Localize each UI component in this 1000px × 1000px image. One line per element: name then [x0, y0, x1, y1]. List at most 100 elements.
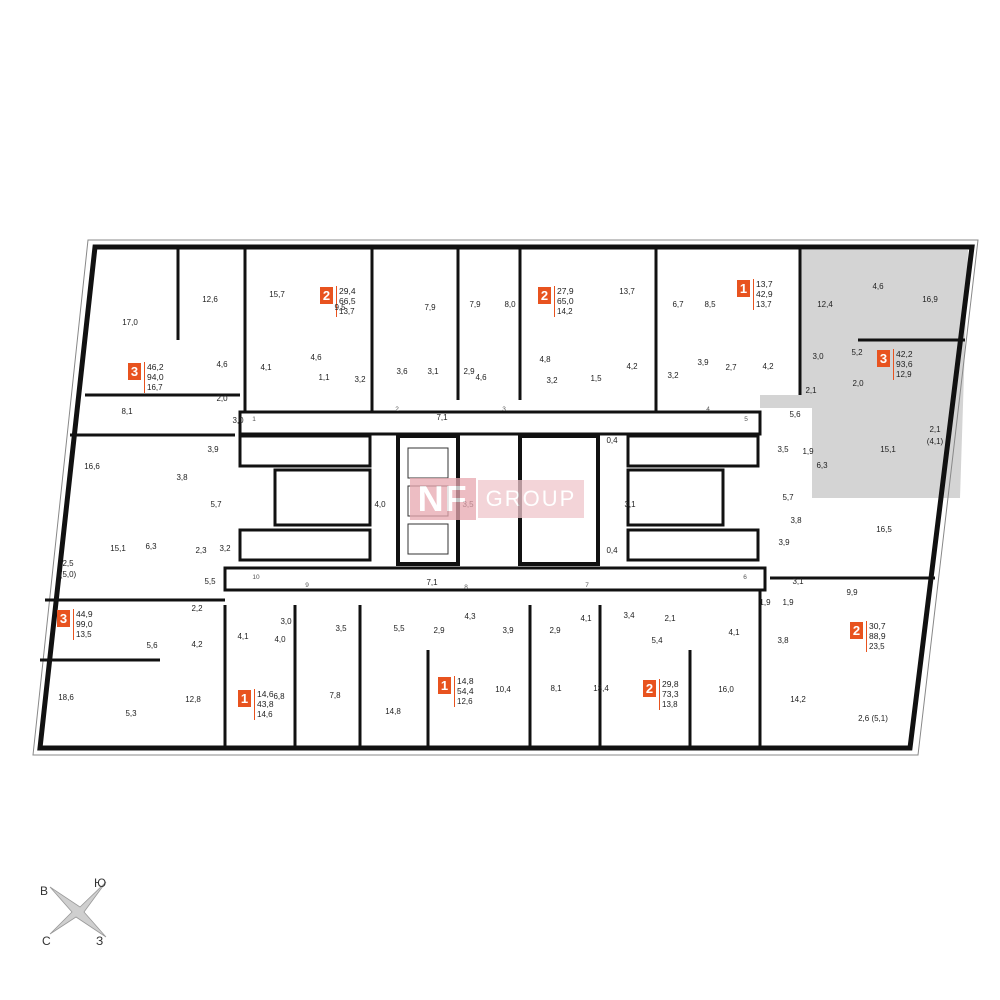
room-area-label: 14,8 — [385, 707, 401, 716]
room-area-label: 3,5 — [777, 445, 789, 454]
compass-rose-icon — [49, 881, 107, 938]
room-area-label: 7,1 — [426, 578, 438, 587]
kitchen-area: 13,8 — [662, 700, 678, 709]
door-number: 10 — [252, 573, 260, 581]
room-area-label: 12,6 — [202, 295, 218, 304]
room-area-label: 3,0 — [280, 617, 292, 626]
room-area-label: 4,8 — [539, 355, 551, 364]
living-area: 30,7 — [869, 621, 886, 631]
corridor-bottom — [223, 566, 767, 592]
room-area-label: (5,0) — [59, 570, 77, 579]
room-area-label: 7,8 — [329, 691, 341, 700]
room-area-label: 2,1 — [929, 425, 941, 434]
kitchen-area: 23,5 — [869, 642, 885, 651]
room-area-label: 2,6 (5,1) — [858, 714, 888, 723]
balcony-outline — [32, 239, 979, 756]
room-area-label: 5,4 — [651, 636, 663, 645]
room-area-label: 3,8 — [777, 636, 789, 645]
room-area-label: 3,1 — [792, 577, 804, 586]
total-area: 93,6 — [896, 359, 913, 369]
watermark-group: GROUP — [477, 480, 585, 518]
total-area: 88,9 — [869, 631, 886, 641]
room-area-label: 3,6 — [396, 367, 408, 376]
living-area: 42,2 — [896, 349, 913, 359]
room-area-label: 2,2 — [191, 604, 203, 613]
total-area: 94,0 — [147, 372, 164, 382]
room-area-label: 9,9 — [846, 588, 858, 597]
room-area-label: 8,1 — [550, 684, 562, 693]
room-area-label: 2,1 — [805, 386, 817, 395]
walls-top — [70, 247, 965, 437]
room-area-label: 4,1 — [728, 628, 740, 637]
room-area-label: 3,2 — [546, 376, 558, 385]
room-area-label: 2,0 — [852, 379, 864, 388]
door-number: 8 — [464, 583, 468, 591]
room-area-label: 1,9 — [802, 447, 814, 456]
room-area-label: 3,0 — [812, 352, 824, 361]
total-area: 42,9 — [756, 289, 773, 299]
living-area: 27,9 — [557, 286, 574, 296]
room-area-label: 1,9 — [759, 598, 771, 607]
room-area-label: 4,6 — [872, 282, 884, 291]
room-area-label: 13,4 — [593, 684, 609, 693]
room-area-label: 8,0 — [504, 300, 516, 309]
room-area-label: 2,9 — [549, 626, 561, 635]
room-area-label: (4,1) — [926, 437, 944, 446]
room-area-label: 9,5 — [334, 303, 346, 312]
room-area-label: 4,2 — [762, 362, 774, 371]
door-number: 6 — [743, 573, 747, 581]
door-number: 4 — [706, 405, 710, 413]
room-area-label: 15,1 — [880, 445, 896, 454]
watermark-logo: NF GROUP — [372, 478, 622, 520]
kitchen-area: 14,6 — [257, 710, 273, 719]
room-count: 2 — [538, 287, 551, 304]
shaft-left — [238, 434, 372, 468]
compass-east: В — [40, 884, 49, 898]
room-area-label: 4,2 — [191, 640, 203, 649]
room-count: 1 — [737, 280, 750, 297]
shaft-right — [626, 434, 760, 468]
room-area-label: 4,0 — [274, 635, 286, 644]
room-area-label: 4,2 — [626, 362, 638, 371]
room-area-label: 16,6 — [84, 462, 100, 471]
door-number: 2 — [395, 405, 399, 413]
room-area-label: 4,6 — [475, 373, 487, 382]
corridor-top — [238, 410, 762, 436]
room-area-label: 3,0 — [232, 416, 244, 425]
room-area-label: 3,8 — [176, 473, 188, 482]
room-area-label: 7,9 — [469, 300, 481, 309]
living-area: 14,6 — [257, 689, 274, 699]
room-count: 1 — [438, 677, 451, 694]
room-area-label: 16,9 — [922, 295, 938, 304]
door-number: 7 — [585, 581, 589, 589]
living-area: 29,8 — [662, 679, 679, 689]
room-area-label: 8,5 — [704, 300, 716, 309]
room-area-label: 16,5 — [876, 525, 892, 534]
room-area-label: 4,1 — [237, 632, 249, 641]
room-area-label: 7,9 — [424, 303, 436, 312]
room-area-label: 4,6 — [216, 360, 228, 369]
room-area-label: 15,7 — [269, 290, 285, 299]
room-area-label: 7,1 — [436, 413, 448, 422]
door-number: 3 — [502, 405, 506, 413]
room-area-label: 2,7 — [725, 363, 737, 372]
room-area-label: 5,6 — [146, 641, 158, 650]
stair-left — [273, 468, 372, 527]
room-count: 3 — [57, 610, 70, 627]
room-area-label: 3,9 — [502, 626, 514, 635]
selected-apartment-highlight — [760, 250, 968, 498]
room-count: 2 — [850, 622, 863, 639]
room-area-label: 4,3 — [464, 612, 476, 621]
room-area-label: 5,2 — [851, 348, 863, 357]
room-area-label: 3,2 — [667, 371, 679, 380]
